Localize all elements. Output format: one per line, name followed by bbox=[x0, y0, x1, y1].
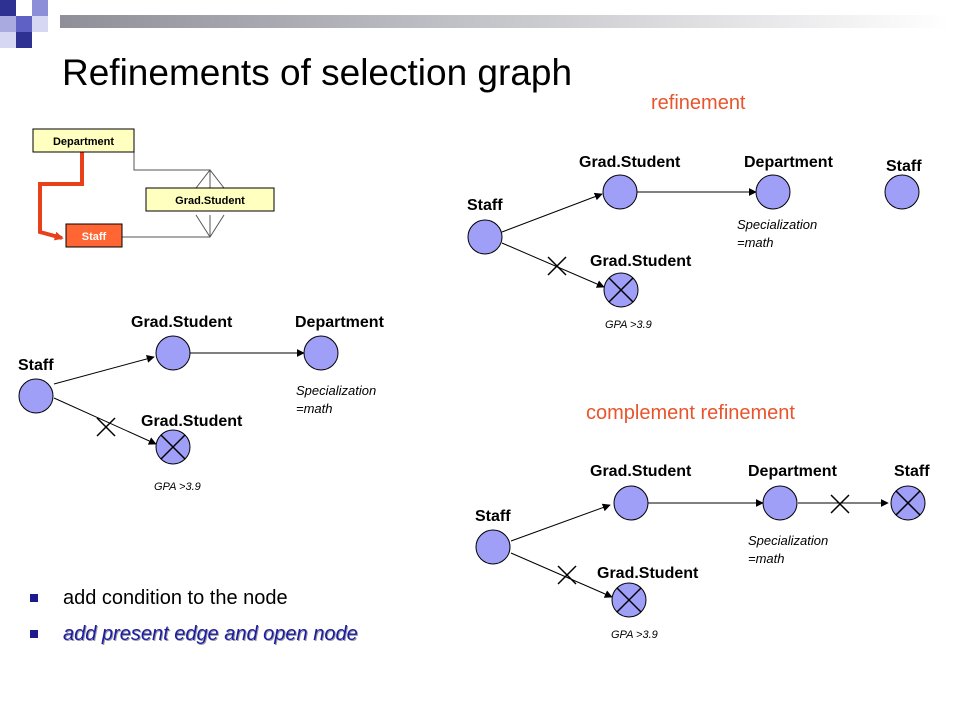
grad-student-node bbox=[613, 485, 649, 521]
specialization-value: =math bbox=[296, 401, 333, 416]
department-node bbox=[755, 174, 791, 210]
grad-student-label: Grad.Student bbox=[590, 463, 692, 480]
slide-title: Refinements of selection graph bbox=[62, 52, 573, 93]
edge-cross-mark bbox=[547, 256, 567, 276]
bullet-text: add present edge and open node bbox=[63, 623, 358, 645]
bullet-item-emphasized: add present edge and open node bbox=[30, 620, 358, 656]
grad-student-node bbox=[602, 174, 638, 210]
staff-label-2: Staff bbox=[894, 463, 930, 480]
staff-node bbox=[467, 219, 503, 255]
staff-label: Staff bbox=[18, 357, 54, 374]
staff-node-2 bbox=[884, 174, 920, 210]
staff-label-2: Staff bbox=[886, 158, 922, 175]
staff-box-label: Staff bbox=[82, 231, 107, 243]
closed-node-cross-mark bbox=[895, 490, 921, 516]
specialization-condition: Specialization bbox=[296, 383, 376, 398]
complement-heading: complement refinement bbox=[586, 402, 795, 424]
gpa-condition: GPA >3.9 bbox=[611, 629, 658, 641]
department-box bbox=[32, 128, 135, 153]
specialization-condition: Specialization bbox=[737, 217, 817, 232]
grad-student-label-2: Grad.Student bbox=[597, 565, 699, 582]
department-node bbox=[762, 485, 798, 521]
edge-cross-mark-2 bbox=[830, 494, 850, 514]
closed-node-cross-mark bbox=[608, 277, 634, 303]
bullet-text: add condition to the node bbox=[63, 587, 288, 609]
bullet-item: add condition to the node bbox=[30, 584, 358, 620]
grad-student-label: Grad.Student bbox=[579, 154, 681, 171]
staff-label: Staff bbox=[475, 508, 511, 525]
refinement-heading: refinement bbox=[651, 92, 746, 114]
staff-box bbox=[65, 223, 123, 248]
closed-node-cross-mark-2 bbox=[616, 587, 642, 613]
header-gradient-bar bbox=[60, 15, 950, 28]
grad-student-label: Grad.Student bbox=[131, 314, 233, 331]
edge-cross-mark bbox=[96, 417, 116, 437]
corner-decoration bbox=[0, 0, 48, 48]
base-selection-graph: Staff Grad.Student Department Grad.Stude… bbox=[18, 314, 385, 493]
department-box-label: Department bbox=[53, 136, 114, 148]
specialization-value: =math bbox=[737, 235, 774, 250]
specialization-value: =math bbox=[748, 551, 785, 566]
department-node bbox=[303, 335, 339, 371]
specialization-condition: Specialization bbox=[748, 533, 828, 548]
complement-refinement-graph: complement refinement Staff Grad.Student… bbox=[475, 402, 930, 641]
closed-node-cross-mark bbox=[160, 434, 186, 460]
grad-student-box bbox=[145, 187, 275, 212]
bullet-square-icon bbox=[30, 594, 38, 602]
staff-node bbox=[475, 529, 511, 565]
staff-node bbox=[18, 378, 54, 414]
grad-student-label-2: Grad.Student bbox=[590, 253, 692, 270]
department-label: Department bbox=[748, 463, 838, 480]
department-label: Department bbox=[744, 154, 834, 171]
grad-student-label-2: Grad.Student bbox=[141, 413, 243, 430]
staff-label: Staff bbox=[467, 197, 503, 214]
bullet-square-icon bbox=[30, 630, 38, 638]
refinement-graph: refinement Staff Grad.Student Department… bbox=[467, 92, 922, 331]
schema-diagram: Department Grad.Student Staff bbox=[32, 128, 275, 248]
bullet-list: add condition to the node add present ed… bbox=[30, 584, 358, 656]
department-label: Department bbox=[295, 314, 385, 331]
edge-cross-mark bbox=[557, 565, 577, 585]
gpa-condition: GPA >3.9 bbox=[605, 319, 652, 331]
grad-student-box-label: Grad.Student bbox=[175, 195, 245, 207]
grad-student-node bbox=[155, 335, 191, 371]
gpa-condition: GPA >3.9 bbox=[154, 481, 201, 493]
